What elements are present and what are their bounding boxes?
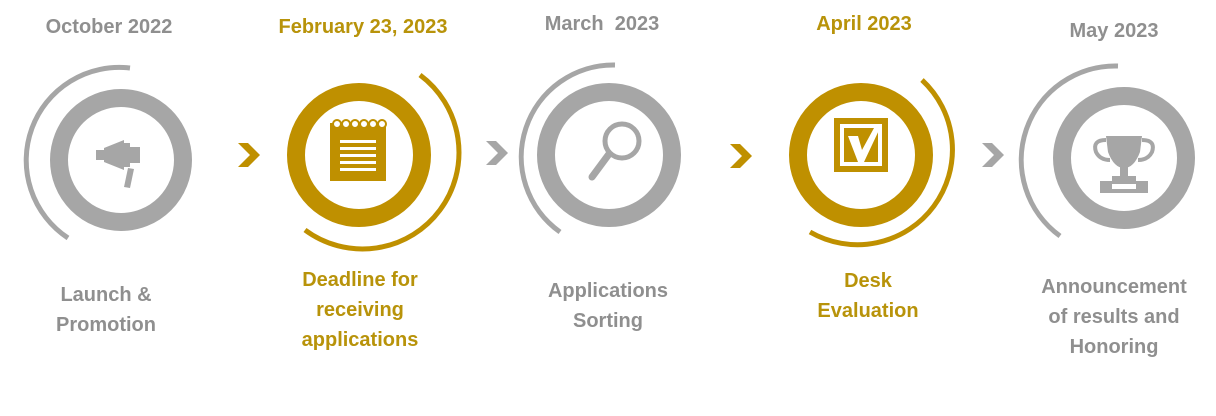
step-3-date: March 2023 — [544, 13, 660, 35]
step-5-label: Announcement of results and Honoring — [1004, 272, 1216, 362]
step-3-circle — [518, 62, 681, 235]
step-1-arc — [23, 64, 131, 241]
step-3-label-line: Sorting — [573, 310, 643, 332]
step-4-label-line: Desk — [844, 270, 892, 292]
step-3-label: Applications Sorting — [498, 276, 718, 336]
step-2-circle — [287, 72, 462, 252]
step-1-label-line: Promotion — [56, 314, 156, 336]
step-5-date: May 2023 — [1069, 20, 1159, 42]
step-2-date: February 23, 2023 — [278, 16, 448, 38]
step-5-circle — [1018, 63, 1195, 239]
magnifier-icon — [588, 121, 642, 181]
step-2-label-line: receiving — [316, 299, 404, 321]
step-3-label-line: Applications — [547, 280, 668, 302]
step-2-label-line: applications — [301, 329, 419, 351]
arrow-1-icon — [238, 143, 260, 167]
step-4-label: Desk Evaluation — [758, 266, 978, 326]
step-1-date: October 2022 — [45, 16, 173, 38]
arrow-4-icon — [982, 143, 1004, 167]
step-4-circle — [789, 78, 955, 248]
step-4-label-line: Evaluation — [817, 300, 919, 322]
step-1-circle — [23, 64, 192, 241]
step-5-label-line: Honoring — [1069, 336, 1159, 358]
step-2-arc — [303, 72, 462, 252]
step-3-arc — [518, 62, 616, 235]
step-5-label-line: of results and — [1048, 306, 1180, 328]
arrow-2-icon — [486, 141, 508, 165]
step-2-label: Deadline for receiving applications — [250, 265, 470, 355]
step-1-label-line: Launch & — [60, 284, 152, 306]
megaphone-icon — [96, 140, 140, 188]
step-4-arc — [808, 78, 955, 248]
step-1-label: Launch & Promotion — [0, 280, 216, 340]
step-5-label-line: Announcement — [1041, 276, 1187, 298]
checkbox-icon — [834, 118, 888, 172]
step-4-date: April 2023 — [816, 13, 912, 35]
notepad-icon — [330, 119, 387, 181]
step-2-label-line: Deadline for — [302, 269, 418, 291]
arrow-3-icon — [730, 144, 752, 168]
step-5-arc — [1018, 63, 1119, 239]
trophy-icon — [1093, 136, 1155, 193]
